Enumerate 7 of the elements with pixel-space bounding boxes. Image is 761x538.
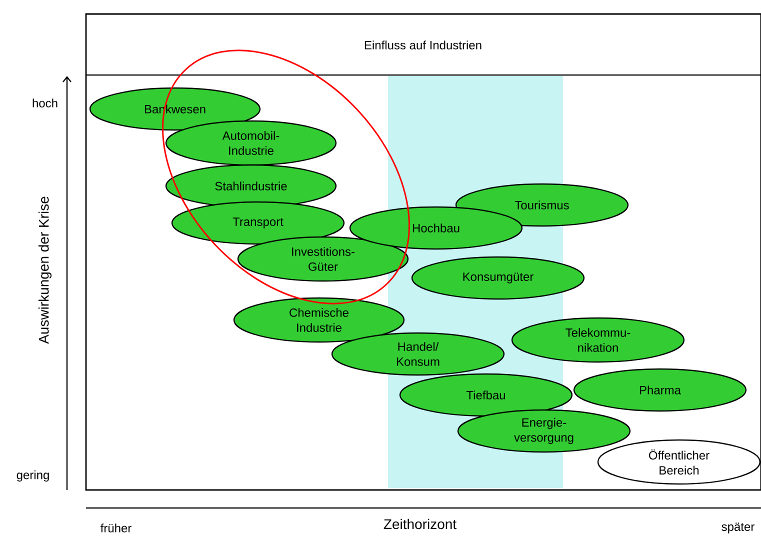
axis-title: Auswirkungen der Krise bbox=[38, 196, 52, 344]
axis-label: später bbox=[722, 522, 754, 534]
axis-label: früher bbox=[100, 524, 132, 532]
axis-title: Zeithorizont bbox=[384, 518, 456, 530]
title: Einfluss auf Industrien bbox=[364, 40, 482, 50]
axis-label: gering bbox=[16, 470, 49, 482]
axis-label: hoch bbox=[32, 98, 58, 108]
